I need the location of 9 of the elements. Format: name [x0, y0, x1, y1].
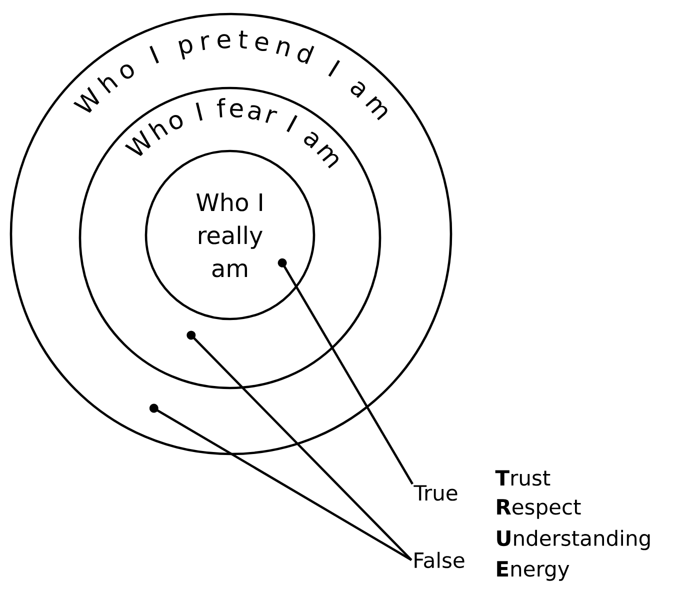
leader-line — [149, 404, 412, 561]
leader-line — [278, 258, 414, 485]
text-label: True — [414, 485, 458, 501]
acronym-word: Energy — [497, 561, 570, 581]
leader-line — [186, 330, 412, 561]
acronym-word: Trust — [495, 470, 550, 486]
acronym-word: Understanding — [497, 530, 650, 550]
acronym-word: Respect — [497, 499, 581, 519]
text-label: False — [414, 552, 464, 568]
